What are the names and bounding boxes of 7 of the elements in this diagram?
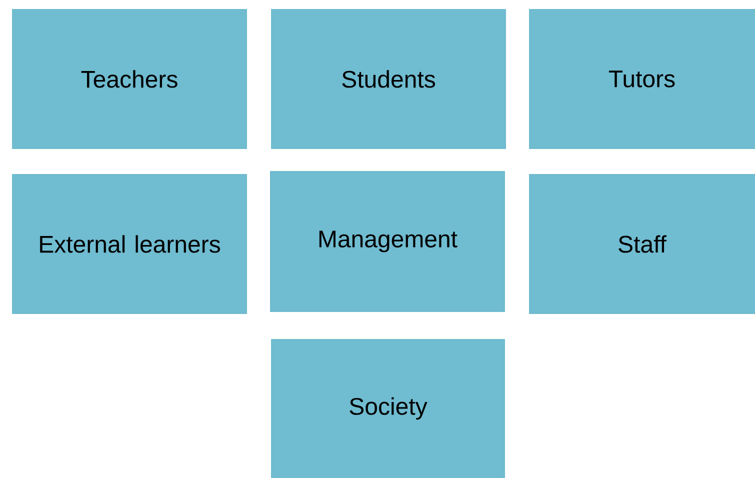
stakeholder-box: Staff: [529, 174, 755, 314]
stakeholder-box: Society: [271, 339, 505, 478]
stakeholder-box: Students: [271, 9, 506, 149]
stakeholder-box: External learners: [12, 174, 247, 314]
stakeholder-box: Tutors: [529, 9, 755, 149]
stakeholder-box: Management: [270, 171, 505, 312]
stakeholder-box: Teachers: [12, 9, 247, 149]
